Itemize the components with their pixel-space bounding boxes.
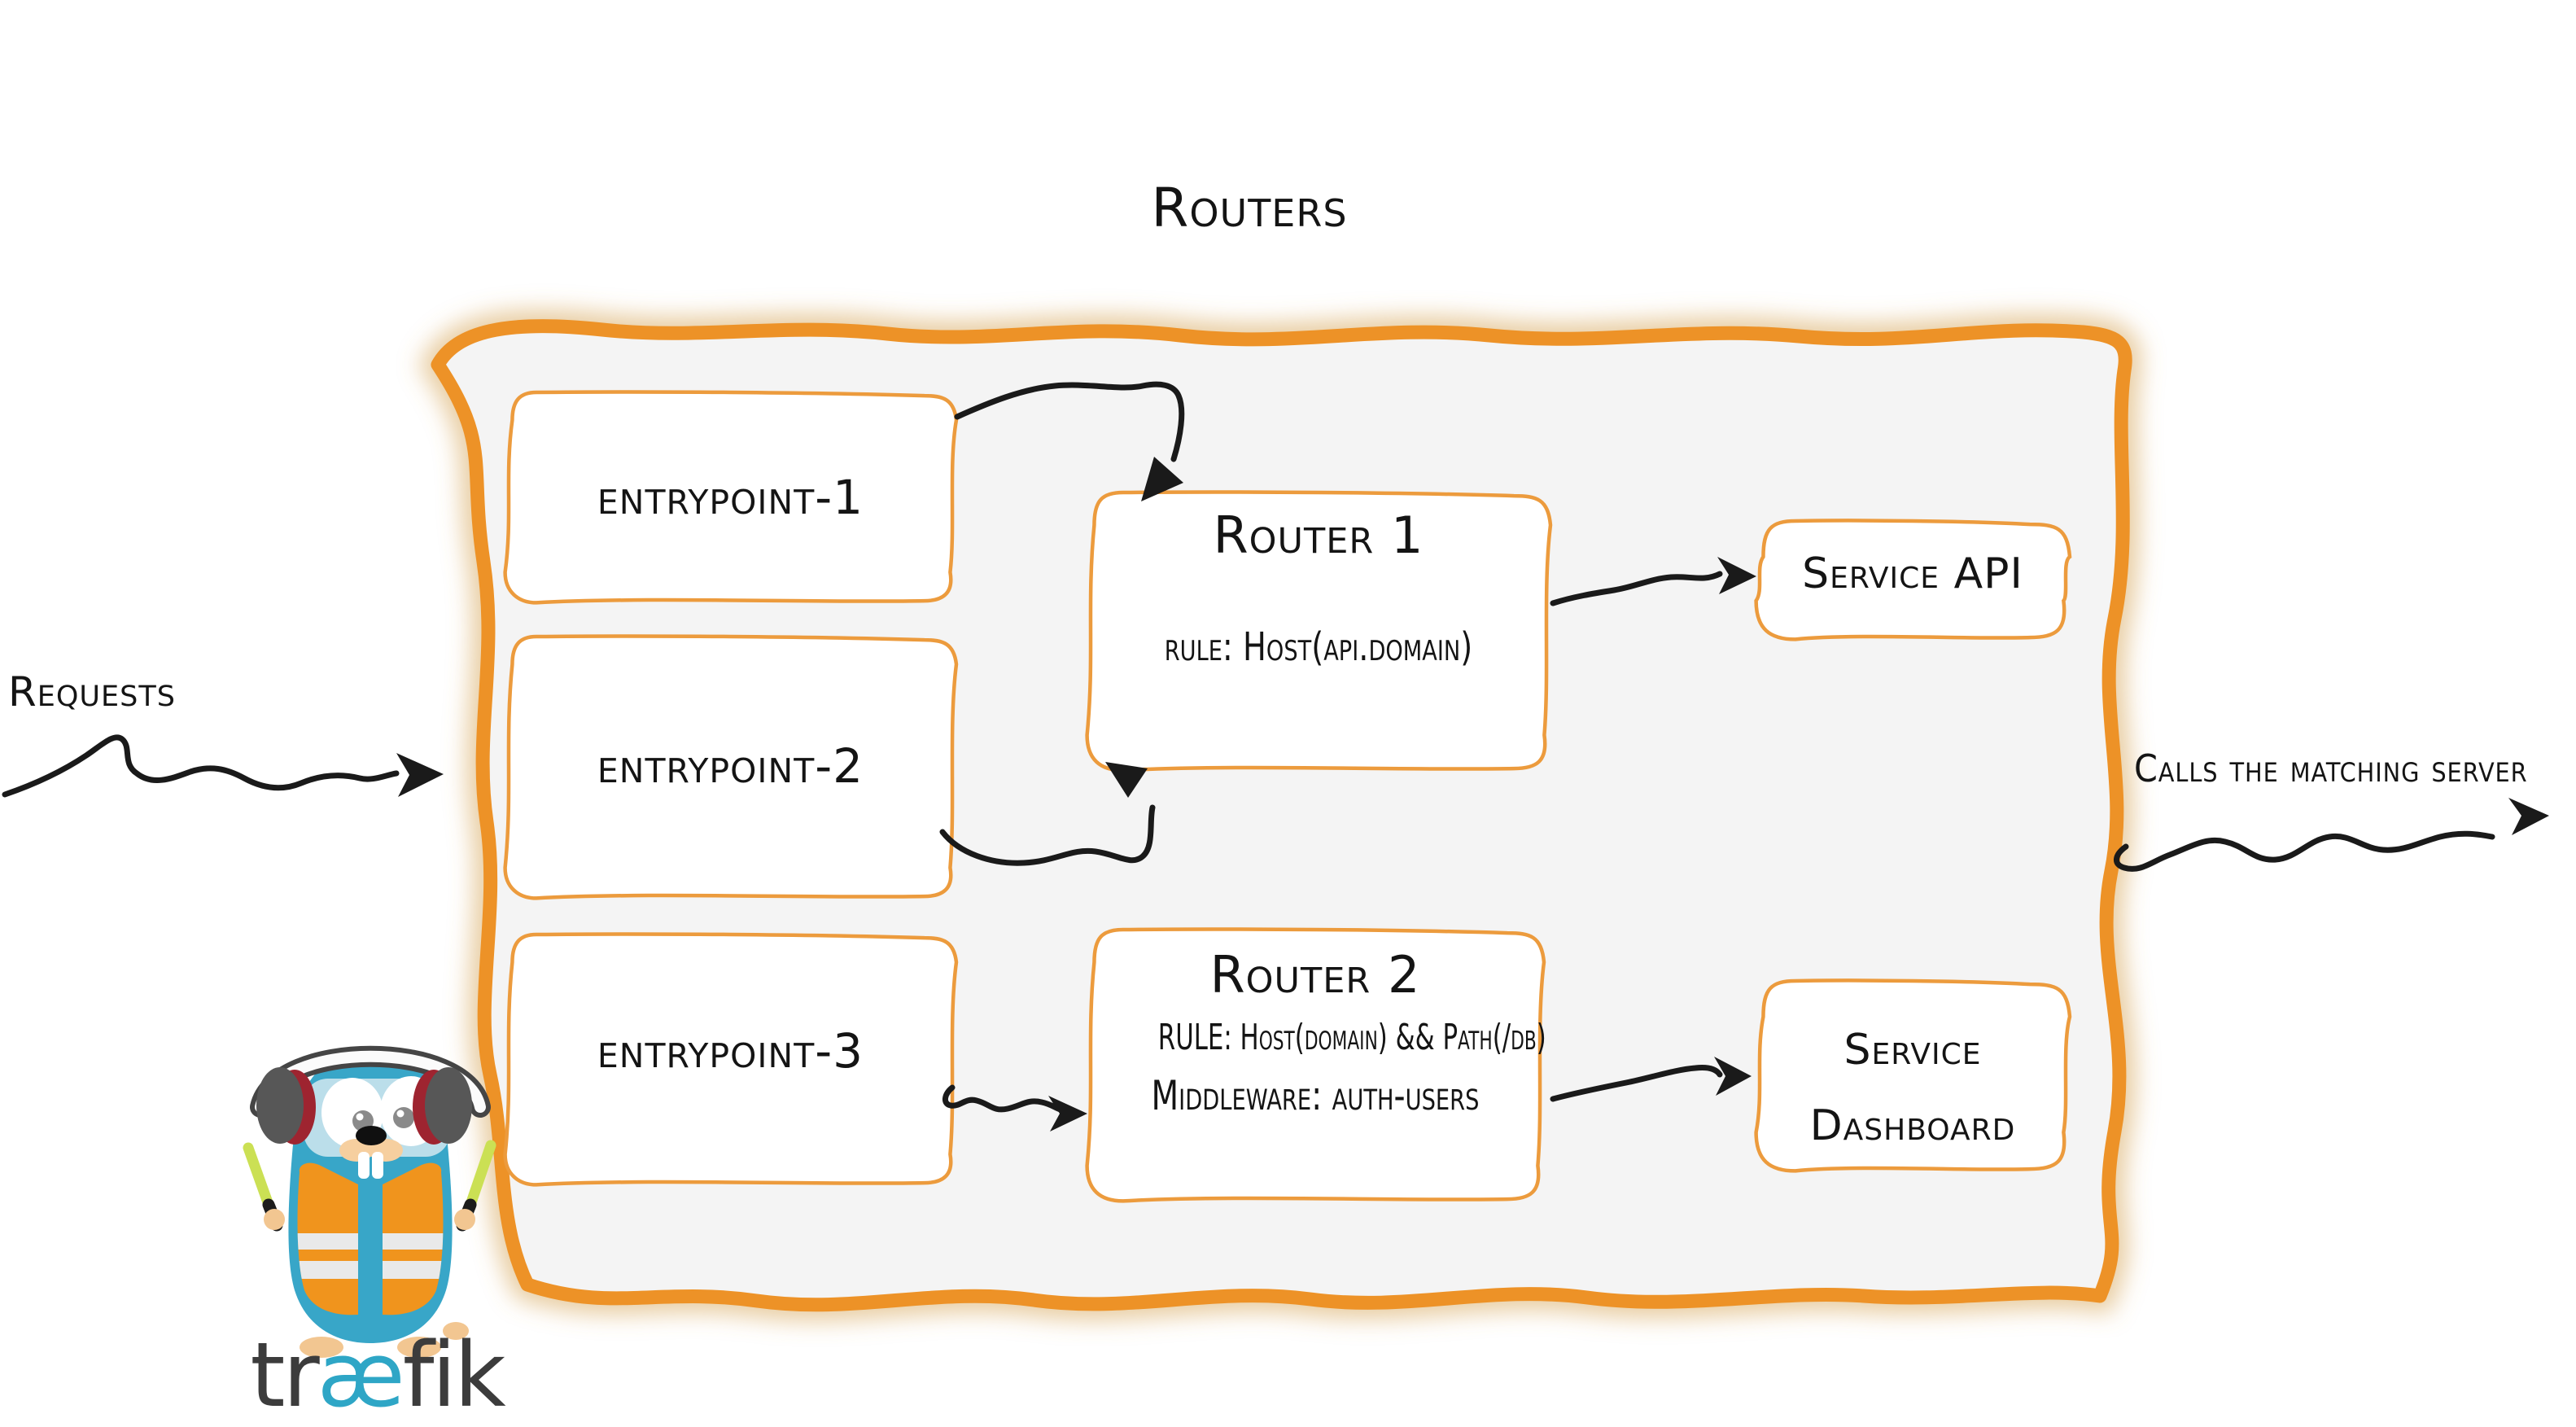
router-2-box <box>1085 927 1546 1203</box>
diagram-title: Routers <box>1151 177 1348 239</box>
headphone-cup-right <box>413 1067 472 1145</box>
router-2-title: Router 2 <box>1209 945 1421 1005</box>
traefik-gopher-mascot <box>243 1045 496 1358</box>
gopher-tail <box>443 1322 469 1340</box>
requests-arrow <box>2 734 444 798</box>
arrowhead <box>1714 1057 1752 1096</box>
arrowhead <box>1141 457 1183 501</box>
router-1-rule: rule: Host(api.domain) <box>1164 624 1473 670</box>
service-dashboard-box <box>1754 978 2072 1173</box>
headphone-cup-left <box>256 1067 316 1145</box>
gopher-foot-right <box>397 1337 441 1358</box>
calls-arrowhead <box>2508 798 2549 835</box>
entrypoint-1-box <box>503 390 959 605</box>
arrow-router1-to-service-api <box>1550 557 1756 606</box>
pupil-glint <box>356 1113 364 1121</box>
gopher-foot-left <box>300 1337 343 1358</box>
router-1-box <box>1085 490 1553 773</box>
arrowhead <box>1717 557 1756 594</box>
requests-arrowhead <box>396 753 444 797</box>
gopher-tooth <box>358 1152 370 1179</box>
requests-label: Requests <box>8 668 176 716</box>
entrypoint-2-label: entrypoint-2 <box>597 738 864 794</box>
calls-arrow <box>2114 798 2549 872</box>
entrypoint-3-label: entrypoint-3 <box>597 1023 864 1079</box>
router-2-middleware: Middleware: auth-users <box>1151 1072 1480 1119</box>
traefik-wordmark: træfik <box>243 1323 511 1427</box>
router-2-rule: RULE: Host(domain) && Path(/db) <box>1157 1017 1546 1058</box>
router-1-title: Router 1 <box>1213 506 1424 565</box>
entrypoint-3-box <box>503 932 959 1187</box>
calls-matching-server-label: Calls the matching server <box>2134 746 2528 790</box>
gopher-nose <box>356 1126 387 1145</box>
wordmark-ae: æ <box>317 1323 405 1427</box>
arrow-entrypoint1-to-router1 <box>954 381 1185 501</box>
gopher-hand-right <box>454 1209 475 1230</box>
wordmark-tr: tr <box>250 1323 319 1427</box>
service-api-label: Service API <box>1802 549 2023 598</box>
entrypoint-1-label: entrypoint-1 <box>597 470 864 525</box>
arrowhead <box>1048 1096 1087 1132</box>
arrow-router2-to-service-dashboard <box>1550 1057 1752 1102</box>
gopher-hand-left <box>264 1209 285 1230</box>
gopher-tooth <box>372 1152 383 1179</box>
arrow-entrypoint3-to-router2 <box>942 1084 1087 1132</box>
service-dashboard-label: Service Dashboard <box>1809 1026 2016 1150</box>
entrypoint-2-box <box>503 634 959 900</box>
service-api-box <box>1754 519 2072 641</box>
wordmark-fik: fik <box>402 1323 506 1427</box>
pupil-glint <box>396 1110 405 1118</box>
gopher-pupil-right <box>393 1107 414 1128</box>
arrow-entrypoint2-to-router1 <box>939 762 1156 866</box>
arrowhead <box>1105 762 1148 798</box>
